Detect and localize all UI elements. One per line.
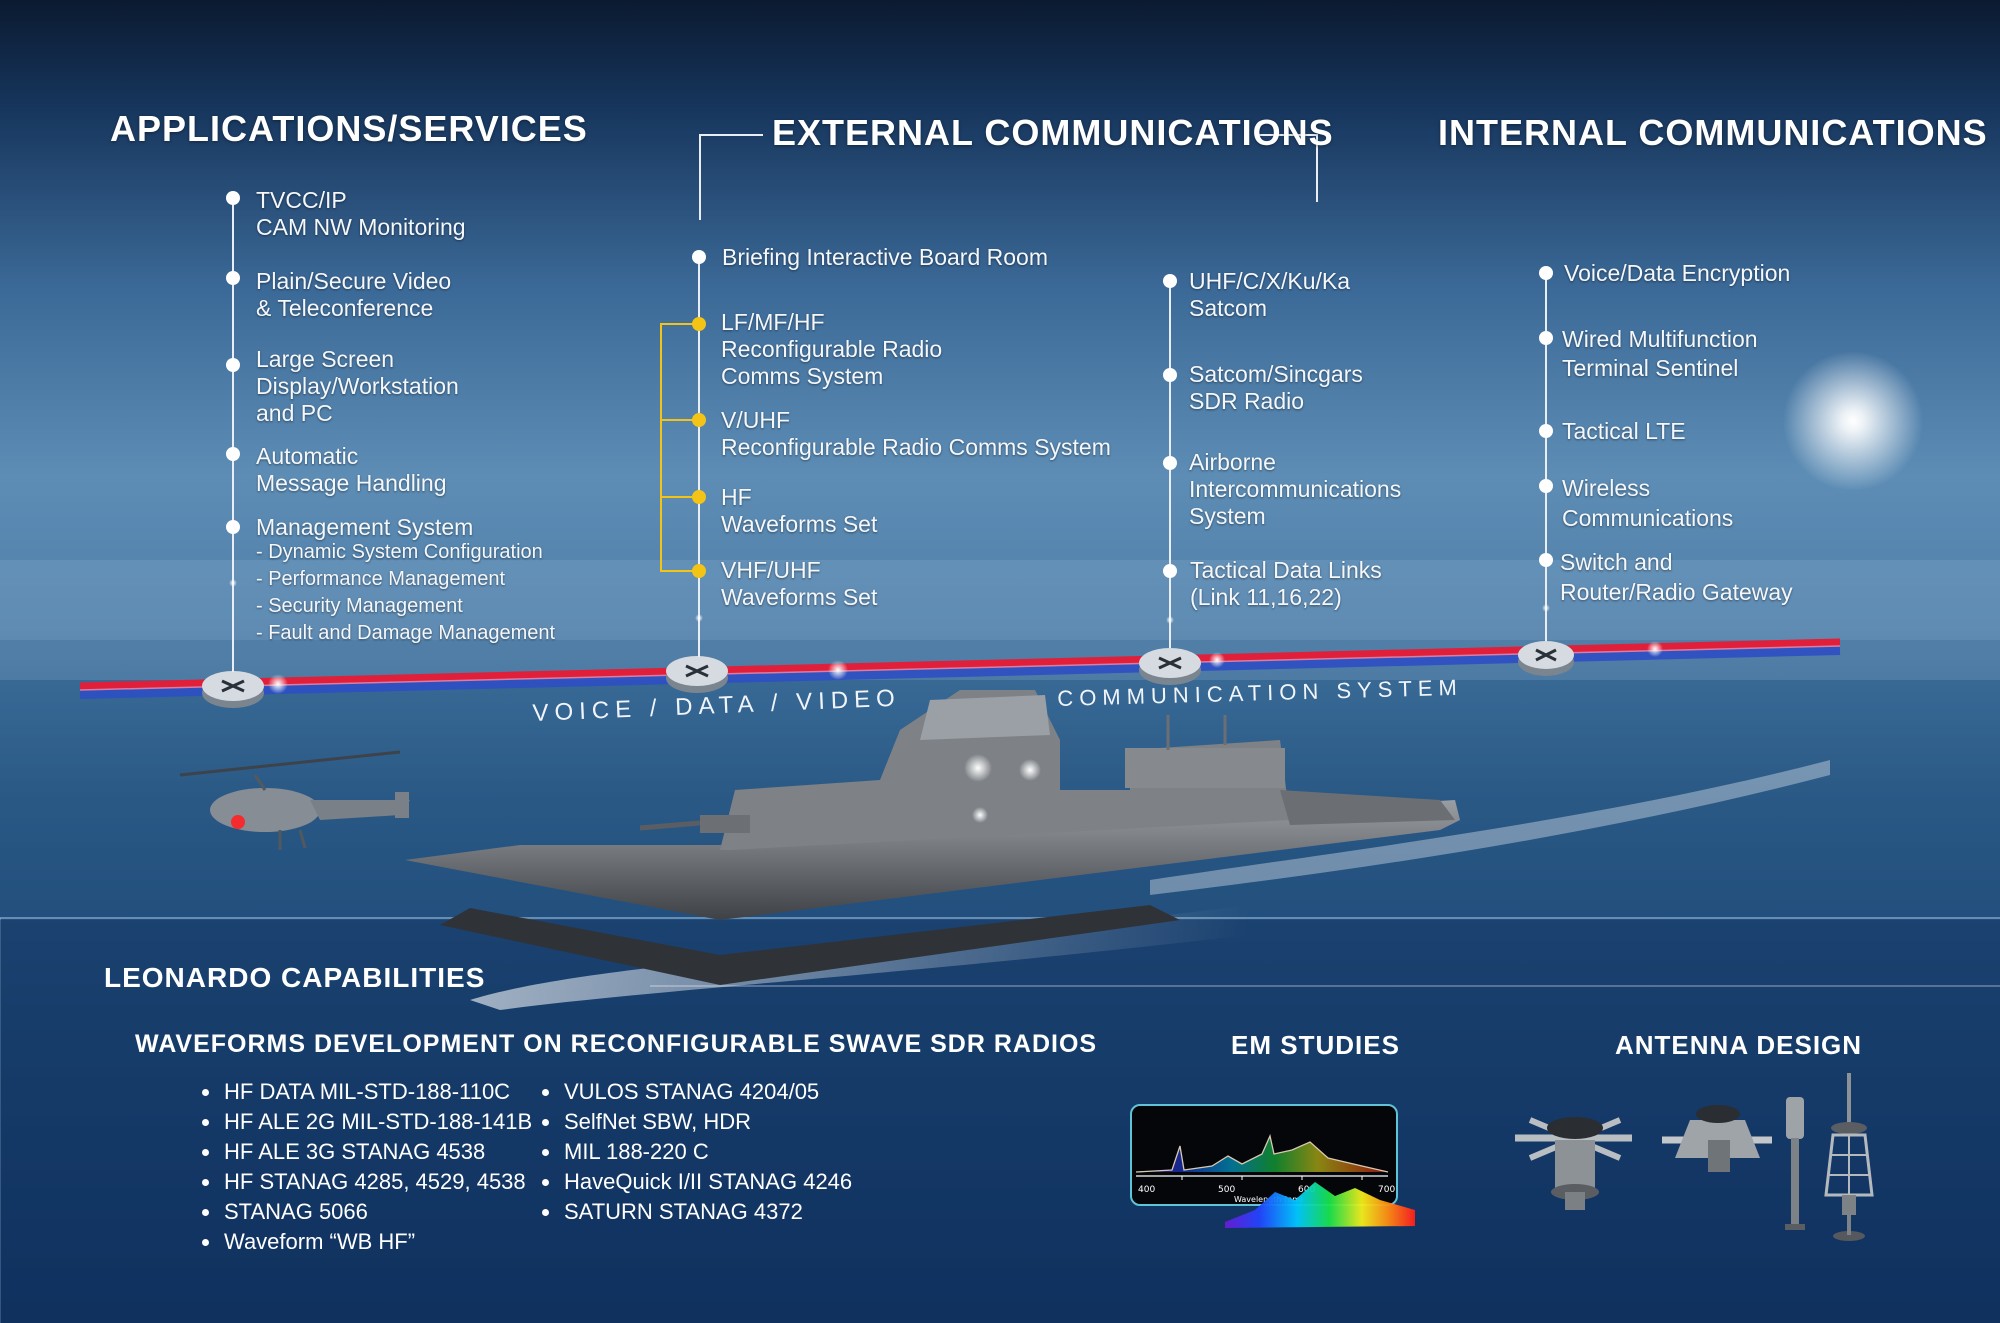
waveforms-list-right: VULOS STANAG 4204/05 SelfNet SBW, HDR MI… xyxy=(538,1077,852,1227)
spectrum-tick: 400 xyxy=(1138,1185,1156,1195)
ext-item-v-uhf: V/UHF Reconfigurable Radio Comms System xyxy=(721,407,1111,460)
management-sub-item: - Security Management xyxy=(256,595,463,617)
list-item: HF ALE 2G MIL-STD-188-141B xyxy=(198,1107,532,1137)
applications-title: APPLICATIONS/SERVICES xyxy=(110,108,588,149)
list-item: HF ALE 3G STANAG 4538 xyxy=(198,1137,532,1167)
router-hub-satcom xyxy=(1139,648,1201,685)
internal-communications-title: INTERNAL COMMUNICATIONS xyxy=(1438,112,1988,153)
em-studies-title: EM STUDIES xyxy=(1231,1030,1400,1060)
list-item: HF STANAG 4285, 4529, 4538 xyxy=(198,1167,532,1197)
int-item-tactical-lte: Tactical LTE xyxy=(1562,418,1686,444)
router-hub-internal xyxy=(1518,641,1574,676)
app-item-video: Plain/Secure Video & Teleconference xyxy=(256,268,452,321)
list-item: STANAG 5066 xyxy=(198,1197,532,1227)
int-item-gateway: Switch and Router/Radio Gateway xyxy=(1560,549,1793,605)
list-item: Waveform “WB HF” xyxy=(198,1227,532,1257)
ext-item-airborne-intercom: Airborne Intercommunications System xyxy=(1189,449,1402,529)
helicopter xyxy=(179,750,410,850)
list-item: HF DATA MIL-STD-188-110C xyxy=(198,1077,532,1107)
app-item-large-screen: Large Screen Display/Workstation and PC xyxy=(256,346,459,426)
capabilities-title: LEONARDO CAPABILITIES xyxy=(104,962,486,993)
waveforms-list-left: HF DATA MIL-STD-188-110C HF ALE 2G MIL-S… xyxy=(198,1077,532,1257)
int-item-wireless: Wireless Communications xyxy=(1562,475,1734,531)
list-item: SelfNet SBW, HDR xyxy=(538,1107,852,1137)
app-item-message-handling: Automatic Message Handling xyxy=(256,443,447,496)
int-item-wired-terminal: Wired Multifunction Terminal Sentinel xyxy=(1562,326,1758,381)
router-hub-applications xyxy=(202,671,264,708)
management-sub-item: - Fault and Damage Management xyxy=(256,622,556,644)
router-hub-external xyxy=(666,656,728,693)
management-sub-item: - Performance Management xyxy=(256,568,506,590)
antenna-design-title: ANTENNA DESIGN xyxy=(1615,1030,1863,1060)
spectrum-tick: 700 xyxy=(1378,1185,1396,1195)
list-item: SATURN STANAG 4372 xyxy=(538,1197,852,1227)
spectrum-graph xyxy=(1135,1133,1389,1180)
list-item: MIL 188-220 C xyxy=(538,1137,852,1167)
ext-item-vhf-uhf-waveforms: VHF/UHF Waveforms Set xyxy=(721,557,878,610)
ext-item-tactical-data-links: Tactical Data Links (Link 11,16,22) xyxy=(1190,557,1382,610)
management-sub-item: - Dynamic System Configuration xyxy=(256,541,543,563)
antenna-group xyxy=(1515,1073,1874,1241)
ship-hull xyxy=(405,800,1460,920)
ext-item-sincgars: Satcom/Sincgars SDR Radio xyxy=(1189,361,1363,414)
antenna-cross-platform-icon xyxy=(1515,1117,1632,1210)
management-sub-list: - Dynamic System Configuration - Perform… xyxy=(256,539,555,647)
external-communications-title: EXTERNAL COMMUNICATIONS xyxy=(772,112,1334,153)
list-item: VULOS STANAG 4204/05 xyxy=(538,1077,852,1107)
ext-item-lf-mf-hf: LF/MF/HF Reconfigurable Radio Comms Syst… xyxy=(721,309,943,389)
antenna-whip-icon xyxy=(1785,1097,1805,1230)
int-item-encryption: Voice/Data Encryption xyxy=(1564,260,1791,286)
ext-item-hf-waveforms: HF Waveforms Set xyxy=(721,484,878,537)
spectrum-tick: 500 xyxy=(1218,1185,1236,1195)
antenna-platform-icon xyxy=(1662,1105,1772,1172)
app-item-management-system: Management System xyxy=(256,514,474,540)
ext-item-satcom-bands: UHF/C/X/Ku/Ka Satcom xyxy=(1189,268,1351,321)
list-item: HaveQuick I/II STANAG 4246 xyxy=(538,1167,852,1197)
spectrum-rainbow-burst xyxy=(1225,1182,1415,1228)
ext-item-briefing-room: Briefing Interactive Board Room xyxy=(722,244,1048,270)
antenna-cage-icon xyxy=(1824,1073,1874,1241)
waveforms-development-title: WAVEFORMS DEVELOPMENT ON RECONFIGURABLE … xyxy=(135,1030,1098,1058)
app-item-tvcc: TVCC/IP CAM NW Monitoring xyxy=(256,187,466,240)
